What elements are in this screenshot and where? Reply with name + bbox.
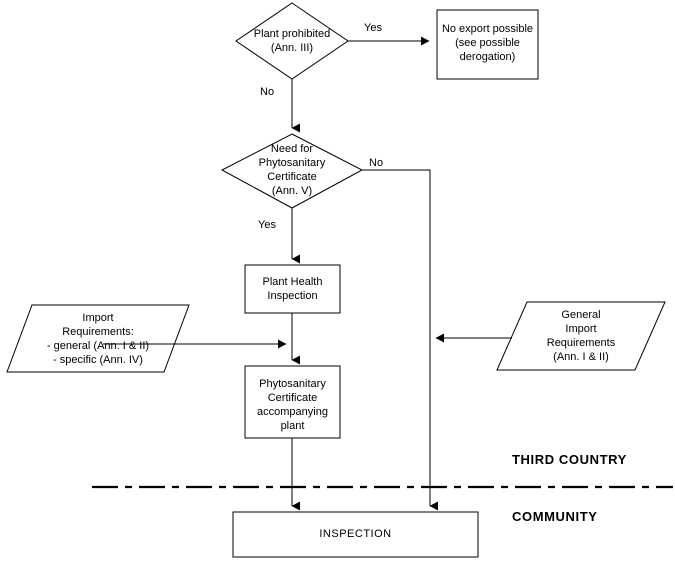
region-label-community: COMMUNITY [512,509,598,524]
node-plant-health-inspection-shape [244,264,341,314]
edge-certificate-no-bypass [362,169,438,511]
region-label-third-country: THIRD COUNTRY [512,452,627,467]
node-plant-prohibited-label: Plant prohibited (Ann. III) [253,28,331,54]
node-no-export-label: No export possible (see possible derogat… [441,23,534,63]
edge-label-prohibited-no: No [260,86,275,98]
node-phyto-certificate-label: Phytosanitary Certificate accompanying p… [257,378,328,432]
node-import-requirements-label: Import Requirements: - general (Ann. I &… [46,312,150,366]
node-import-requirements-shape [6,304,190,373]
edge-label-certificate-no: No [369,157,384,169]
edge-label-prohibited-yes: Yes [364,22,382,34]
node-inspection-label: INSPECTION [319,528,392,540]
node-no-export-shape [436,9,539,80]
edge-label-certificate-yes: Yes [258,219,276,231]
node-general-import-requirements-shape [496,301,666,371]
node-inspection-shape [232,511,479,558]
node-need-certificate-label: Need for Phytosanitary Certificate (Ann.… [258,143,326,197]
node-plant-health-inspection-label: Plant Health Inspection [262,276,323,302]
node-general-import-requirements-label: General Import Requirements (Ann. I & II… [546,309,616,363]
